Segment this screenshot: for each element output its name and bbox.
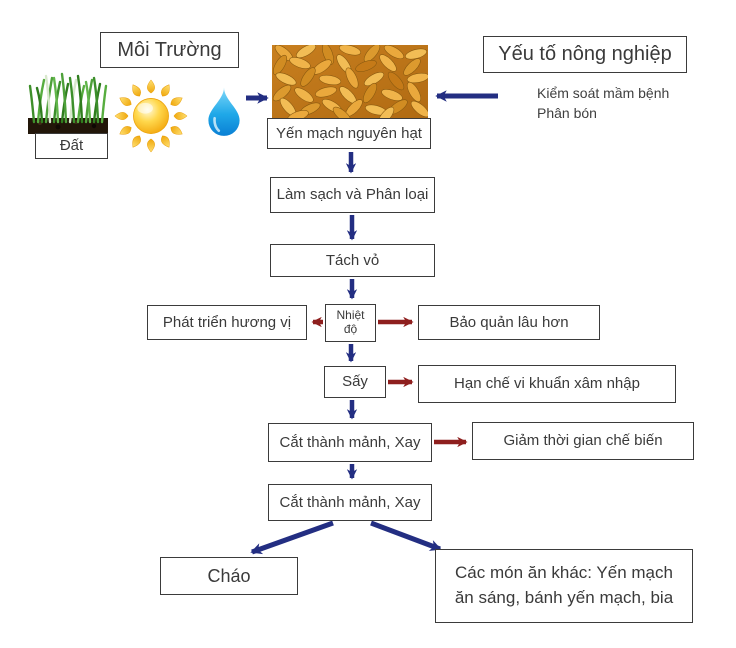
box-limit-bacteria: Hạn chế vi khuẩn xâm nhập: [418, 365, 676, 403]
box-clean-sort-label: Làm sạch và Phân loại: [276, 186, 429, 204]
box-longer-storage: Bảo quản lâu hơn: [418, 305, 600, 340]
box-temperature: Nhiệt độ: [325, 304, 376, 342]
box-porridge-label: Cháo: [207, 565, 251, 586]
box-flavor-development: Phát triển hương vị: [147, 305, 307, 340]
box-limit-bacteria-label: Hạn chế vi khuẩn xâm nhập: [454, 375, 640, 393]
agriculture-note-fertilizer: Phân bón: [537, 105, 597, 121]
box-soil-label: Đất: [59, 137, 84, 155]
box-cut-grind-1-label: Cắt thành mảnh, Xay: [279, 433, 421, 451]
oat-grains-photo: [272, 45, 428, 119]
arrow-cut2-to-other: [370, 520, 442, 552]
box-dehull: Tách vỏ: [270, 244, 435, 277]
agriculture-notes: Kiểm soát mầm bệnh Phân bón: [537, 83, 669, 123]
arrow-cut2-to-porridge: [250, 520, 334, 555]
box-clean-sort: Làm sạch và Phân loại: [270, 177, 435, 213]
box-reduce-time: Giảm thời gian chế biến: [472, 422, 694, 460]
box-reduce-time-label: Giảm thời gian chế biến: [503, 432, 663, 450]
box-drying: Sấy: [324, 366, 386, 398]
box-porridge: Cháo: [160, 557, 298, 595]
box-agriculture-factors-label: Yếu tố nông nghiệp: [498, 43, 672, 65]
box-cut-grind-1: Cắt thành mảnh, Xay: [268, 423, 432, 462]
box-temperature-line1: Nhiệt: [336, 308, 365, 323]
box-flavor-development-label: Phát triển hương vị: [162, 313, 292, 331]
water-drop-icon: [208, 87, 240, 136]
box-dehull-label: Tách vỏ: [325, 251, 380, 269]
box-soil: Đất: [35, 133, 108, 159]
box-cut-grind-2-label: Cắt thành mảnh, Xay: [279, 493, 421, 511]
box-other-dishes-line1: Các món ăn khác: Yến mạch: [455, 563, 673, 583]
box-longer-storage-label: Bảo quản lâu hơn: [449, 313, 569, 331]
box-other-dishes: Các món ăn khác: Yến mạch ăn sáng, bánh …: [435, 549, 693, 623]
box-drying-label: Sấy: [342, 373, 368, 391]
box-temperature-line2: độ: [343, 322, 358, 336]
box-environment: Môi Trường: [100, 32, 239, 68]
sun-icon: [114, 79, 188, 153]
box-other-dishes-line2: ăn sáng, bánh yến mạch, bia: [454, 588, 674, 607]
grass-soil-photo: [28, 72, 108, 134]
box-cut-grind-2: Cắt thành mảnh, Xay: [268, 484, 432, 521]
box-whole-oats-label: Yến mạch nguyên hạt: [276, 124, 422, 142]
box-environment-label: Môi Trường: [117, 38, 222, 61]
box-agriculture-factors: Yếu tố nông nghiệp: [483, 36, 687, 73]
agriculture-note-disease: Kiểm soát mầm bệnh: [537, 85, 670, 101]
box-whole-oats: Yến mạch nguyên hạt: [267, 118, 431, 149]
